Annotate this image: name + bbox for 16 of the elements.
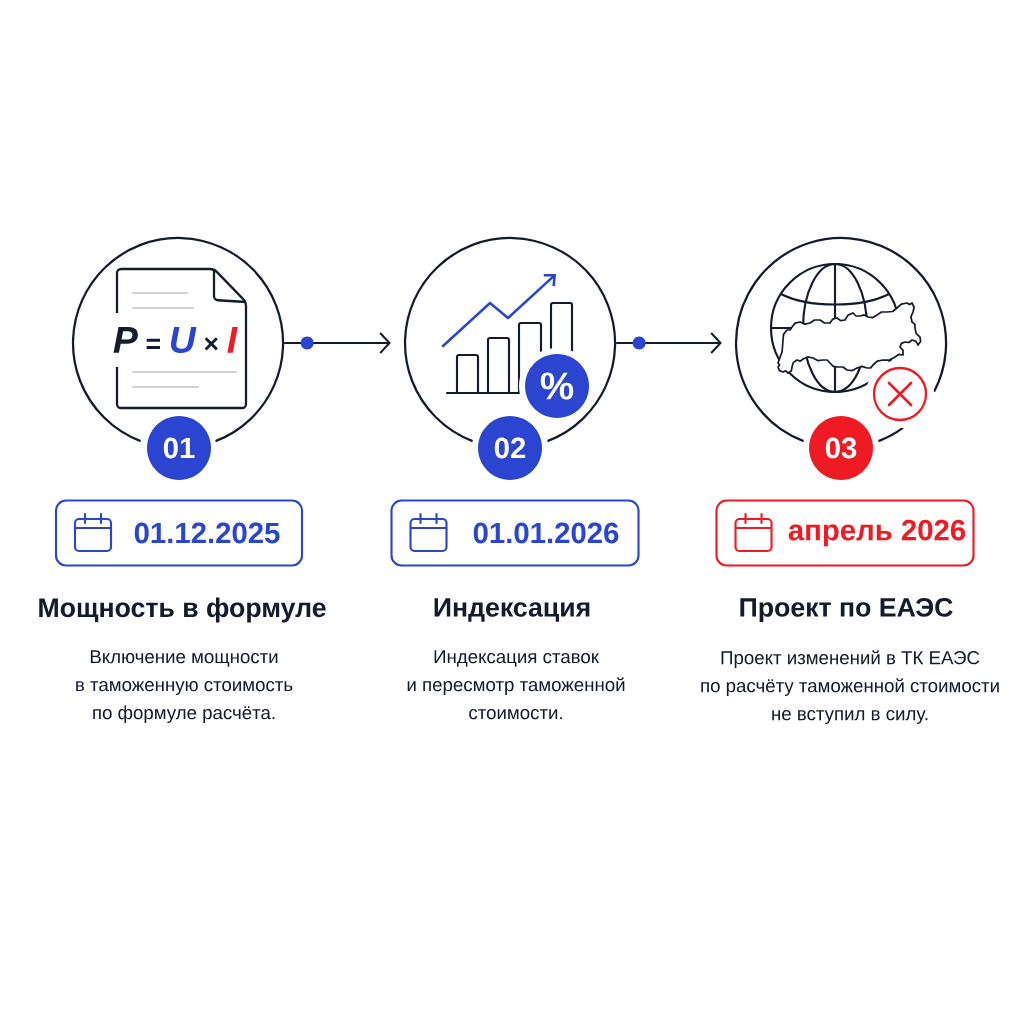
step-heading: Проект по ЕАЭС: [740, 597, 953, 623]
number-badge: 03: [809, 416, 873, 480]
step-heading: Мощность в формуле: [39, 597, 326, 623]
arrow: [615, 332, 722, 354]
number-badge: 02: [478, 416, 542, 480]
step-description: Включение мощности в таможенную стоимость по формуле расчёта.: [76, 650, 293, 723]
date-box: апрель 2026: [715, 499, 975, 567]
step-description: Индексация ставок и пересмотр таможенной стоимости.: [407, 650, 625, 720]
date-box: 01.01.2026: [390, 499, 640, 567]
step-description: Проект изменений в ТК ЕАЭС по расчёту таможенной стоимости не вступил в силу.: [701, 650, 999, 724]
percent-badge: %: [525, 354, 589, 418]
formula-document: P = U × I: [108, 267, 248, 410]
arrow: [283, 332, 391, 354]
date-box: 01.12.2025: [54, 499, 304, 567]
number-badge: 01: [147, 416, 211, 480]
step-heading: Индексация: [434, 598, 590, 622]
